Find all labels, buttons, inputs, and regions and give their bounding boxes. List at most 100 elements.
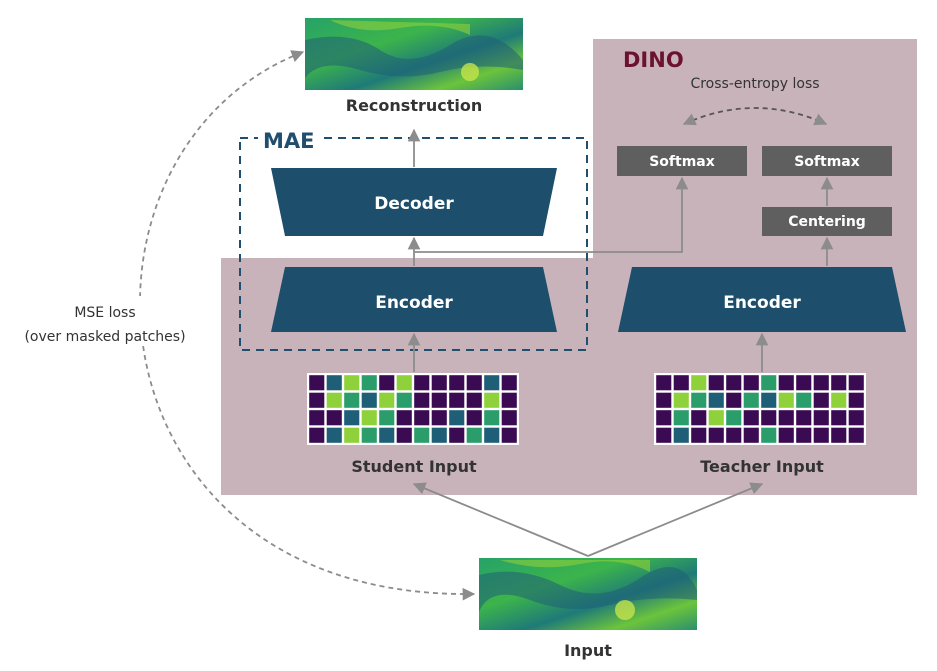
visible-patch: [379, 392, 395, 408]
masked-patch: [414, 410, 430, 426]
masked-patch: [431, 392, 447, 408]
masked-patch: [326, 410, 342, 426]
masked-patch: [414, 375, 430, 391]
mse-loss-label-line2: (over masked patches): [24, 329, 185, 345]
masked-patch: [831, 375, 847, 391]
masked-patch: [449, 392, 465, 408]
masked-patch: [726, 392, 742, 408]
student-encoder-label: Encoder: [375, 293, 453, 313]
visible-patch: [726, 410, 742, 426]
visible-patch: [344, 427, 360, 443]
masked-patch: [813, 427, 829, 443]
visible-patch: [344, 410, 360, 426]
visible-patch: [361, 427, 377, 443]
visible-patch: [761, 375, 777, 391]
input-label: Input: [564, 641, 612, 660]
masked-patch: [691, 410, 707, 426]
masked-patch: [466, 410, 482, 426]
masked-patch: [813, 375, 829, 391]
decoder-label: Decoder: [374, 194, 454, 214]
dino-title: DINO: [623, 48, 684, 72]
masked-patch: [708, 375, 724, 391]
masked-patch: [726, 427, 742, 443]
masked-patch: [831, 410, 847, 426]
masked-patch: [309, 410, 325, 426]
cross-entropy-arrow: [682, 107, 828, 126]
masked-patch: [396, 427, 412, 443]
masked-patch: [848, 392, 864, 408]
masked-patch: [778, 375, 794, 391]
visible-patch: [484, 375, 500, 391]
masked-patch: [848, 375, 864, 391]
masked-patch: [309, 427, 325, 443]
masked-patch: [691, 427, 707, 443]
visible-patch: [326, 427, 342, 443]
masked-patch: [431, 410, 447, 426]
arrow-input-to-teacher: [587, 482, 764, 557]
visible-patch: [379, 427, 395, 443]
masked-patch: [656, 375, 672, 391]
centering-block: [762, 207, 892, 236]
masked-patch: [831, 427, 847, 443]
masked-patch: [796, 375, 812, 391]
teacher-encoder-label: Encoder: [723, 293, 801, 313]
masked-patch: [848, 410, 864, 426]
visible-patch: [414, 427, 430, 443]
masked-patch: [309, 392, 325, 408]
visible-patch: [361, 410, 377, 426]
masked-patch: [708, 427, 724, 443]
masked-patch: [761, 410, 777, 426]
masked-patch: [501, 427, 517, 443]
visible-patch: [743, 392, 759, 408]
visible-patch: [484, 427, 500, 443]
input-image: [479, 558, 697, 630]
visible-patch: [344, 392, 360, 408]
masked-patch: [813, 410, 829, 426]
mse-label-bg: [20, 296, 192, 346]
masked-patch: [656, 410, 672, 426]
reconstruction-label: Reconstruction: [346, 96, 483, 115]
masked-patch: [656, 427, 672, 443]
mae-title: MAE: [263, 129, 315, 153]
visible-patch: [344, 375, 360, 391]
masked-patch: [743, 427, 759, 443]
masked-patch: [449, 375, 465, 391]
student-input-patches: [307, 373, 519, 445]
visible-patch: [831, 392, 847, 408]
visible-patch: [379, 410, 395, 426]
masked-patch: [396, 410, 412, 426]
softmax-right-block: [762, 146, 892, 176]
masked-patch: [414, 392, 430, 408]
masked-patch: [726, 375, 742, 391]
visible-patch: [673, 427, 689, 443]
softmax-right-label: Softmax: [794, 154, 860, 170]
visible-patch: [796, 392, 812, 408]
masked-patch: [743, 375, 759, 391]
cross-entropy-label: Cross-entropy loss: [690, 76, 819, 92]
softmax-left-block: [617, 146, 747, 176]
student-input-label: Student Input: [351, 457, 477, 476]
masked-patch: [743, 410, 759, 426]
centering-label: Centering: [788, 214, 866, 230]
teacher-encoder-block: [618, 267, 906, 332]
visible-patch: [691, 375, 707, 391]
visible-patch: [673, 392, 689, 408]
masked-patch: [501, 392, 517, 408]
visible-patch: [484, 392, 500, 408]
visible-patch: [396, 392, 412, 408]
visible-patch: [484, 410, 500, 426]
visible-patch: [326, 392, 342, 408]
masked-patch: [501, 410, 517, 426]
visible-patch: [361, 375, 377, 391]
visible-patch: [449, 410, 465, 426]
masked-patch: [796, 410, 812, 426]
visible-patch: [691, 392, 707, 408]
mse-loss-label-line1: MSE loss: [74, 305, 135, 321]
masked-patch: [431, 375, 447, 391]
masked-patch: [778, 427, 794, 443]
visible-patch: [396, 375, 412, 391]
visible-patch: [761, 427, 777, 443]
visible-patch: [466, 427, 482, 443]
softmax-left-label: Softmax: [649, 154, 715, 170]
